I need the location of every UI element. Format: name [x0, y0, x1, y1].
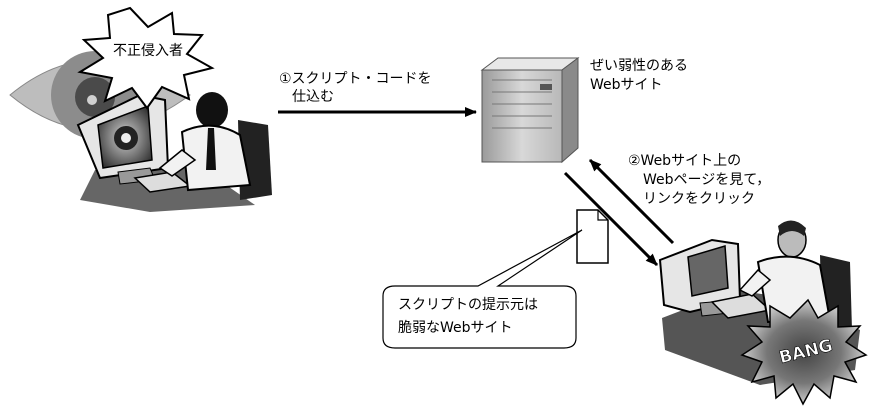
- step2-line1: ②Webサイト上の: [628, 153, 742, 169]
- intruder-scene: [9, 6, 272, 212]
- step1-line1: ①スクリプト・コードを: [279, 71, 432, 87]
- intruder-burst-shape: [77, 6, 215, 110]
- intruder-label: 不正侵入者: [113, 43, 183, 59]
- web-server-icon: [480, 57, 580, 164]
- document-icon: [576, 209, 609, 264]
- server-label-line2: Webサイト: [590, 77, 663, 93]
- arrow-return-page: [563, 171, 659, 267]
- step2-line2: Webページを見て，: [643, 172, 771, 188]
- computer-monitor-icon: [76, 93, 170, 185]
- callout-bubble: [382, 229, 583, 349]
- bang-burst-shape: BANG: [740, 298, 868, 406]
- step2-line3: リンクをクリック: [643, 191, 755, 207]
- server-label-line1: ぜい弱性のある: [590, 58, 688, 74]
- hacker-figure: [158, 92, 252, 192]
- victim-computer-monitor-icon: [658, 238, 742, 317]
- callout-line1: スクリプトの提示元は: [398, 297, 538, 313]
- arrow-click-link: [588, 158, 675, 245]
- callout-line2: 脆弱なWebサイト: [398, 320, 513, 336]
- step1-line2: 仕込む: [292, 89, 334, 105]
- victim-scene: BANG: [658, 220, 868, 406]
